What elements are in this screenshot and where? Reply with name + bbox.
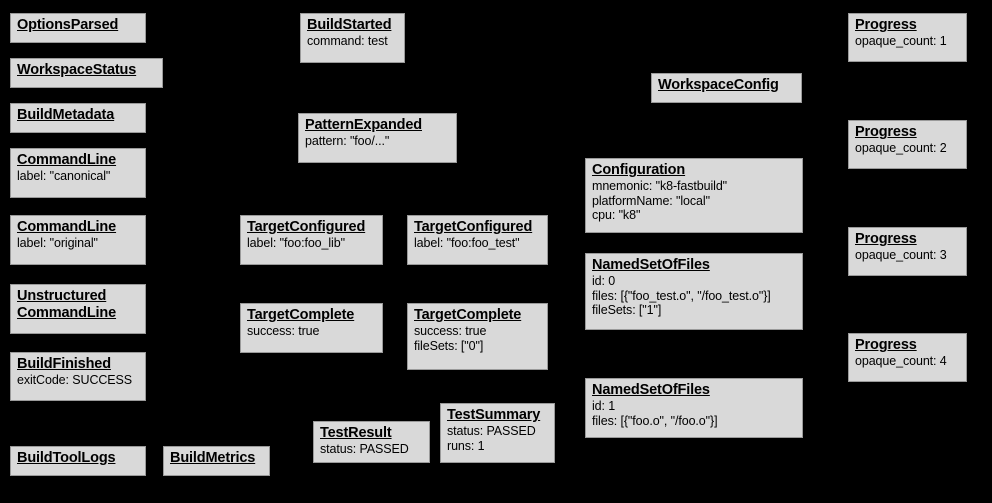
node-title: Unstructured CommandLine [17, 288, 117, 321]
node-field-0: label: "canonical" [17, 168, 111, 183]
node-build-metrics[interactable]: BuildMetrics [163, 446, 270, 476]
node-title: TargetComplete [247, 307, 355, 323]
node-field-0: status: PASSED [447, 423, 536, 438]
node-options-parsed[interactable]: OptionsParsed [10, 13, 146, 43]
node-title: CommandLine [17, 152, 117, 168]
node-field-0: opaque_count: 3 [855, 247, 947, 262]
node-title: PatternExpanded [305, 117, 422, 133]
node-field-0: exitCode: SUCCESS [17, 372, 133, 387]
node-title: Progress [855, 17, 917, 33]
node-field-0: label: "original" [17, 235, 98, 250]
node-field-0: label: "foo:foo_lib" [247, 235, 345, 250]
node-field-0: success: true [414, 323, 487, 338]
node-title: Configuration [592, 162, 686, 178]
node-field-2: fileSets: ["1"] [592, 303, 662, 318]
node-title: TargetConfigured [414, 219, 533, 235]
node-title: Progress [855, 337, 917, 353]
node-field-1: runs: 1 [447, 438, 485, 453]
node-field-0: opaque_count: 4 [855, 353, 947, 368]
node-title: WorkspaceStatus [17, 62, 137, 78]
node-title: Progress [855, 124, 917, 140]
node-title: TestSummary [447, 407, 541, 423]
node-title: TargetComplete [414, 307, 522, 323]
node-workspace-config[interactable]: WorkspaceConfig [651, 73, 802, 103]
node-field-1: files: [{"foo.o", "/foo.o"}] [592, 413, 718, 428]
node-title: BuildMetrics [170, 450, 256, 466]
node-title: BuildToolLogs [17, 450, 116, 466]
node-field-0: opaque_count: 1 [855, 33, 947, 48]
node-build-metadata[interactable]: BuildMetadata [10, 103, 146, 133]
node-field-2: cpu: "k8" [592, 208, 641, 223]
node-field-0: id: 1 [592, 398, 616, 413]
node-title: TargetConfigured [247, 219, 366, 235]
node-field-0: command: test [307, 33, 388, 48]
node-field-0: status: PASSED [320, 441, 409, 456]
node-field-0: opaque_count: 2 [855, 140, 947, 155]
node-title: Progress [855, 231, 917, 247]
node-unstructured-command-line[interactable]: Unstructured CommandLine [10, 284, 146, 334]
node-title: NamedSetOfFiles [592, 382, 710, 398]
node-workspace-status[interactable]: WorkspaceStatus [10, 58, 163, 88]
node-field-0: pattern: "foo/..." [305, 133, 390, 148]
node-title: TestResult [320, 425, 392, 441]
node-build-tool-logs[interactable]: BuildToolLogs [10, 446, 146, 476]
node-field-0: label: "foo:foo_test" [414, 235, 520, 250]
node-field-0: id: 0 [592, 273, 616, 288]
node-title: OptionsParsed [17, 17, 119, 33]
node-title: CommandLine [17, 219, 117, 235]
node-title: NamedSetOfFiles [592, 257, 710, 273]
node-field-0: mnemonic: "k8-fastbuild" [592, 178, 728, 193]
node-title: BuildFinished [17, 356, 111, 372]
node-field-1: files: [{"foo_test.o", "/foo_test.o"}] [592, 288, 771, 303]
node-title: WorkspaceConfig [658, 77, 779, 93]
node-field-1: platformName: "local" [592, 193, 710, 208]
node-field-0: success: true [247, 323, 320, 338]
node-field-1: fileSets: ["0"] [414, 338, 484, 353]
node-title: BuildMetadata [17, 107, 115, 123]
node-title: BuildStarted [307, 17, 392, 33]
